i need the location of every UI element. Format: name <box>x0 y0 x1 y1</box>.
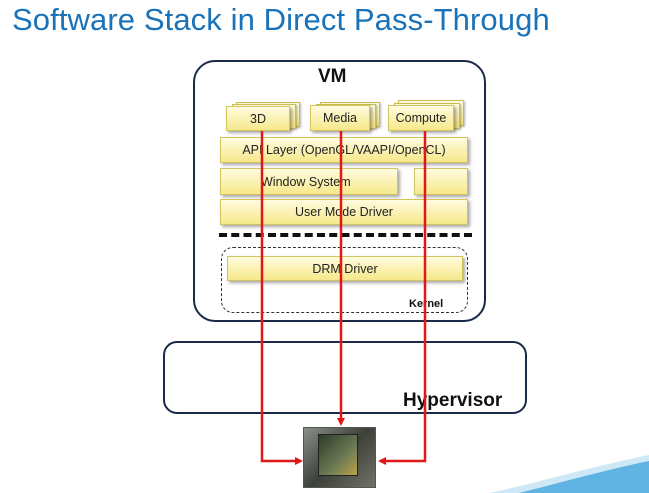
component-compute-box: Compute <box>388 105 454 131</box>
gpu-die-icon <box>318 434 358 476</box>
slide-title: Software Stack in Direct Pass-Through <box>12 2 550 37</box>
drm-driver-box: DRM Driver <box>227 256 463 281</box>
component-3d-box: 3D <box>226 106 290 131</box>
window-system-box: Window System <box>220 168 398 195</box>
hypervisor-label: Hypervisor <box>403 390 503 411</box>
arrow-3d-path <box>260 131 303 465</box>
vm-label: VM <box>318 66 347 87</box>
hypervisor-container <box>163 341 527 414</box>
decorative-swoosh <box>489 455 649 493</box>
user-kernel-divider <box>219 233 472 237</box>
component-media-box: Media <box>310 105 370 131</box>
extra-component-box <box>414 168 468 195</box>
kernel-container <box>221 247 468 313</box>
arrow-compute-path <box>378 131 427 465</box>
vm-container <box>193 60 486 322</box>
